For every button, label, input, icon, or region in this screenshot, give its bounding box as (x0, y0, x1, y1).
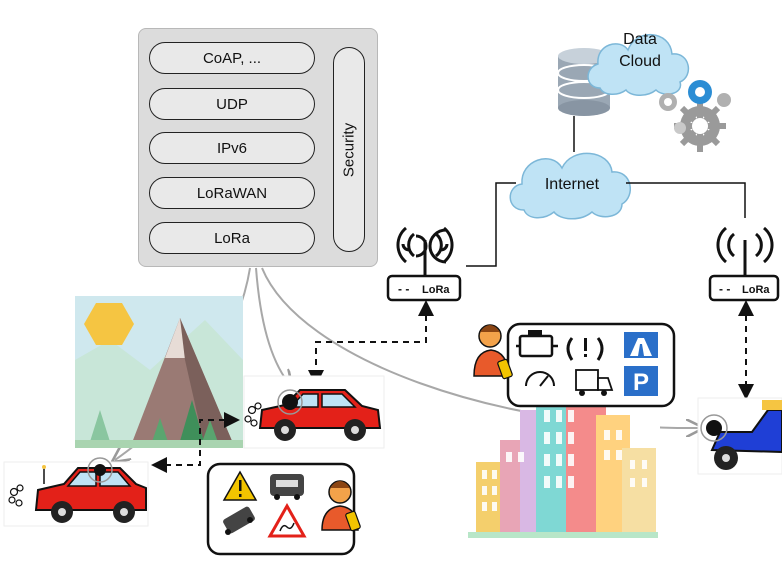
security-layer: Security (333, 47, 365, 252)
vehicle-services-panel: P (473, 322, 676, 408)
internet-label: Internet (545, 176, 600, 193)
security-label: Security (340, 122, 358, 177)
gears-icon (659, 80, 731, 152)
gateway-left-label: LoRa (422, 284, 450, 296)
internet-gateway-left-link (466, 182, 516, 267)
person-icon-driver (321, 480, 361, 532)
gateway-right-dashes: - - (719, 282, 730, 296)
warning-icon (222, 470, 258, 501)
city-illustration (468, 380, 660, 540)
driver-alerts-panel (206, 462, 361, 556)
lora-gateway-right (708, 226, 780, 302)
landscape-illustration (75, 296, 243, 448)
svg-text:P: P (633, 369, 649, 396)
database-icon (557, 48, 611, 116)
layer-ipv6: IPv6 (149, 132, 315, 164)
sun-icon (84, 303, 134, 345)
gateway-right-label: LoRa (742, 284, 770, 296)
traffic-jam-icon (270, 474, 304, 500)
radio-links (151, 300, 754, 473)
internet-gateway-right-link (626, 182, 746, 218)
car-icon-lower (3, 457, 149, 527)
protocol-stack: CoAP, ... UDP IPv6 LoRaWAN LoRa Security (138, 28, 378, 267)
internet-cloud-icon (509, 152, 632, 220)
cloud-label-line1: Data (623, 31, 657, 48)
engine-icon (516, 330, 558, 358)
layer-lora: LoRa (149, 222, 315, 254)
cloud-label-line2: Cloud (619, 53, 661, 70)
truck-icon (575, 369, 614, 396)
parking-sign-icon: P (624, 366, 658, 396)
gateway-left-dashes: - - (398, 282, 409, 296)
car-icon-upper (243, 375, 385, 449)
layer-coap: CoAP, ... (149, 42, 315, 74)
accident-icon (223, 506, 255, 535)
scooter-icon (697, 397, 782, 475)
layer-udp: UDP (149, 88, 315, 120)
data-cloud-icon (587, 34, 690, 96)
layer-lorawan: LoRaWAN (149, 177, 315, 209)
gauge-icon (525, 371, 555, 387)
tire-pressure-icon (566, 337, 604, 361)
highway-sign-icon (624, 332, 658, 358)
lora-gateway-left (386, 226, 462, 302)
slippery-road-icon (267, 502, 307, 538)
person-icon-city (473, 324, 513, 380)
